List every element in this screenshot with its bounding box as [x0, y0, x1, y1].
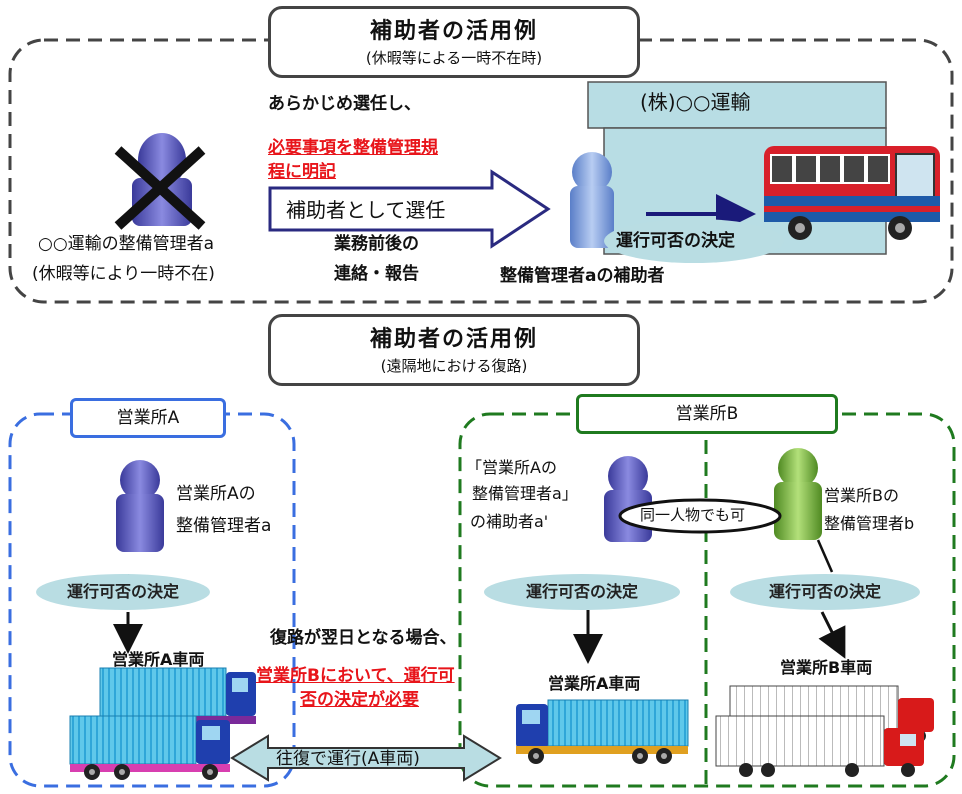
decision-top-label: 運行可否の決定 — [616, 231, 735, 251]
absent-manager-line2: (休暇等により一時不在) — [32, 264, 215, 284]
contact-line2: 連絡・報告 — [334, 264, 419, 284]
manager-b-line1: 営業所Bの — [824, 486, 899, 505]
company-name: (株)○○運輸 — [640, 90, 751, 114]
assistant-person-icon — [570, 152, 614, 248]
bottom-subtitle: (遠隔地における復路) — [380, 357, 528, 375]
manager-b-icon — [774, 448, 822, 540]
assistant-a-prime-line1: 「営業所Aの — [466, 458, 557, 477]
bus-icon — [764, 146, 940, 240]
manager-a-line2: 整備管理者a — [176, 516, 272, 536]
same-person-ellipse — [618, 498, 782, 534]
manager-a-icon — [116, 460, 164, 552]
vehicle-a-left-label: 営業所A車両 — [112, 650, 205, 669]
round-trip-label: 往復で運行(A車両) — [276, 749, 420, 769]
red-note-line1: 必要事項を整備管理規 — [268, 138, 438, 158]
contact-line1: 業務前後の — [334, 234, 419, 254]
preselect-text: あらかじめ選任し、 — [268, 94, 421, 114]
top-subtitle: (休暇等による一時不在時) — [365, 49, 543, 67]
truck-a-right-icon — [516, 699, 689, 764]
absent-manager-line1: ○○運輸の整備管理者a — [38, 234, 215, 254]
truck-a-front-icon — [69, 715, 230, 780]
bottom-title: 補助者の活用例 — [369, 327, 538, 352]
decision-b-left: 運行可否の決定 — [484, 574, 680, 610]
assistant-a-prime-line3: の補助者a' — [470, 512, 549, 531]
truck-b-front-icon — [715, 715, 924, 777]
manager-a-line1: 営業所Aの — [176, 484, 256, 504]
assistant-a-prime-line2: 整備管理者a」 — [472, 484, 578, 503]
appoint-arrow-label: 補助者として選任 — [286, 198, 446, 222]
top-title-box: 補助者の活用例 (休暇等による一時不在時) — [268, 6, 640, 78]
top-section-frame — [8, 38, 954, 304]
decision-a: 運行可否の決定 — [36, 574, 210, 610]
manager-b-line2: 整備管理者b — [824, 514, 915, 533]
bottom-title-box: 補助者の活用例 (遠隔地における復路) — [268, 314, 640, 386]
assistant-label: 整備管理者aの補助者 — [500, 266, 665, 286]
return-note: 復路が翌日となる場合、 — [270, 628, 457, 648]
office-b-frame — [458, 412, 956, 788]
company-sign — [587, 81, 887, 129]
bottom-red-line2: 否の決定が必要 — [300, 690, 419, 710]
office-a-tab: 営業所A — [70, 398, 226, 438]
bottom-red-line1: 営業所Bにおいて、運行可 — [256, 666, 455, 686]
decision-b-right: 運行可否の決定 — [730, 574, 920, 610]
decision-ellipse-top-bg — [604, 219, 784, 263]
top-title: 補助者の活用例 — [369, 19, 538, 44]
round-trip-arrow — [230, 734, 502, 782]
same-person-label: 同一人物でも可 — [640, 506, 746, 524]
vehicle-a-right-label: 営業所A車両 — [548, 674, 641, 693]
line-b-to-decision — [816, 539, 834, 573]
red-note-line2: 程に明記 — [268, 162, 336, 182]
appoint-arrow — [268, 169, 551, 249]
vehicle-b-label: 営業所B車両 — [780, 658, 873, 677]
office-b-tab: 営業所B — [576, 394, 838, 434]
absent-manager-icon — [114, 133, 206, 230]
arrow-b-down — [818, 611, 846, 659]
